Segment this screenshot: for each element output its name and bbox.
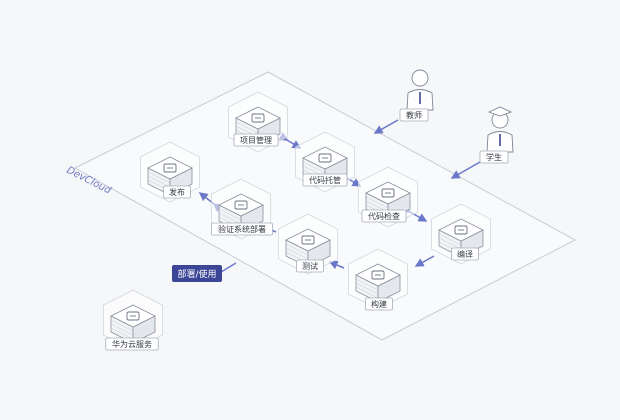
actor-label-text: 教师 xyxy=(406,110,422,120)
node-label-text: 验证系统部署 xyxy=(218,224,266,234)
node-label-text: 华为云服务 xyxy=(112,339,152,349)
graduate-icon xyxy=(486,106,514,153)
deploy-tag-label: 部署/使用 xyxy=(177,268,216,280)
node-label-text: 代码托管 xyxy=(309,175,341,185)
node-project: 项目管理 xyxy=(228,91,288,153)
node-huawei-cloud: 华为云服务 xyxy=(103,289,163,351)
actor-teacher: 教师 xyxy=(399,69,434,122)
node-label-test: 测试 xyxy=(296,259,324,273)
node-label-text: 代码检查 xyxy=(368,211,400,221)
cloud-icon xyxy=(126,311,140,321)
person-icon xyxy=(406,69,434,111)
actor-label-teacher: 教师 xyxy=(399,108,429,122)
test-icon xyxy=(301,235,315,245)
release-icon xyxy=(163,163,177,173)
node-test: 测试 xyxy=(278,213,338,275)
node-code-check: 代码检查 xyxy=(358,166,418,228)
node-label-text: 测试 xyxy=(302,261,318,271)
code-repo-icon xyxy=(318,153,332,163)
compile-icon xyxy=(454,225,468,235)
node-build: 构建 xyxy=(348,248,408,311)
node-label-huawei-cloud: 华为云服务 xyxy=(105,337,159,351)
node-label-text: 发布 xyxy=(169,187,185,197)
node-label-text: 构建 xyxy=(371,299,387,309)
actor-student: 学生 xyxy=(479,106,514,164)
document-stack-icon xyxy=(251,113,265,123)
node-label-text: 编译 xyxy=(457,249,473,259)
node-label-release: 发布 xyxy=(163,185,191,199)
arrow-student xyxy=(450,161,481,179)
build-icon xyxy=(371,270,385,280)
node-release: 发布 xyxy=(140,141,200,203)
node-label-code-hosting: 代码托管 xyxy=(302,173,348,187)
arrow-teacher xyxy=(373,119,399,134)
devcloud-platform xyxy=(73,71,577,341)
actor-label-student: 学生 xyxy=(479,150,509,164)
inspect-icon xyxy=(381,188,395,198)
node-label-code-check: 代码检查 xyxy=(361,209,407,223)
node-label-text: 项目管理 xyxy=(240,135,272,145)
deploy-tag: 部署/使用 xyxy=(172,265,222,282)
link-compile-build xyxy=(414,255,435,267)
node-label-build: 构建 xyxy=(365,297,393,311)
node-code-hosting: 代码托管 xyxy=(295,131,355,193)
node-label-compile: 编译 xyxy=(451,247,479,261)
node-label-project: 项目管理 xyxy=(233,133,279,147)
node-label-verify-deploy: 验证系统部署 xyxy=(211,222,273,236)
node-verify-deploy: 验证系统部署 xyxy=(211,178,273,240)
actor-label-text: 学生 xyxy=(486,152,502,162)
deploy-icon xyxy=(234,200,248,210)
node-compile: 编译 xyxy=(431,203,491,265)
link-build-test xyxy=(328,260,345,270)
